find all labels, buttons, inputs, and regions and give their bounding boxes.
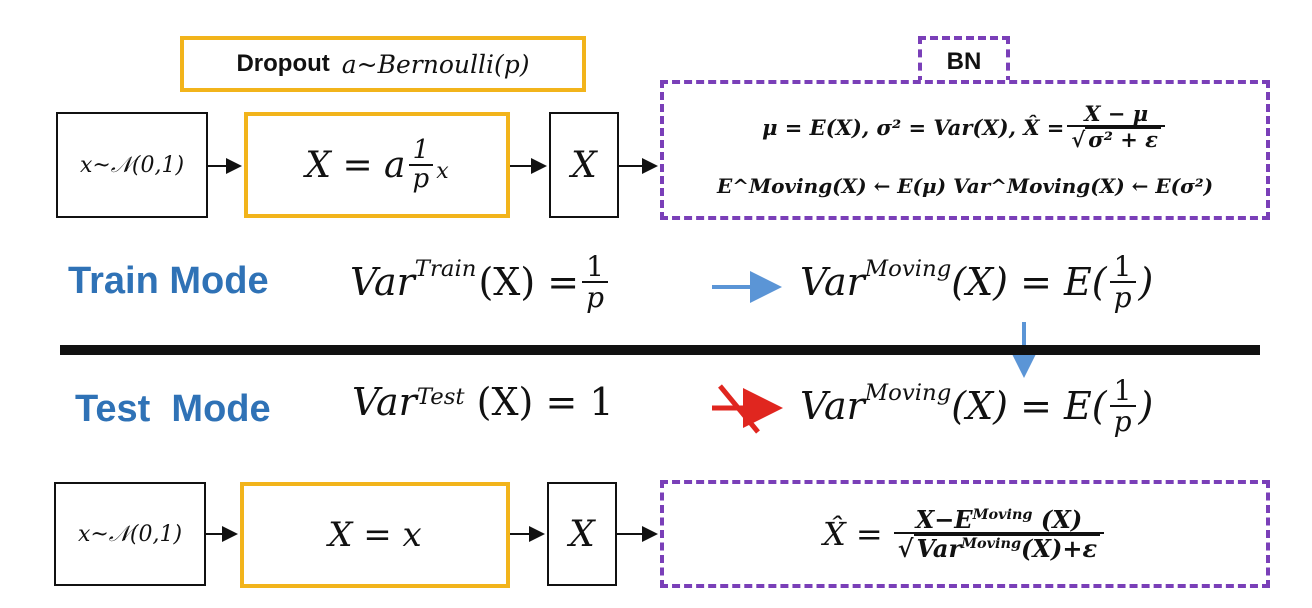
- mode-divider: [60, 345, 1260, 355]
- input-box-bottom: x~𝒩(0,1): [54, 482, 206, 586]
- train-moving-sup: Moving: [864, 256, 952, 282]
- bn-bottom-den-sup: Moving: [961, 535, 1022, 552]
- bn-line1-den: σ² + ε: [1085, 127, 1161, 151]
- x-box-bottom-label: X: [569, 513, 595, 555]
- dropout-eq-bottom: X = x: [328, 515, 422, 555]
- train-frac-num: 1: [586, 250, 604, 283]
- bn-line1: μ = E(X), σ² = Var(X), X̂ = X − μ √σ² + …: [664, 92, 1266, 162]
- test-moving-sup: Moving: [864, 380, 952, 406]
- input-dist-bottom: x~𝒩(0,1): [77, 521, 183, 547]
- bn-line1-num: X − μ: [1084, 100, 1149, 126]
- dropout-label-box: Dropout a~Bernoulli(p): [180, 36, 586, 92]
- bn-line2-text: E^Moving(X) ← E(μ) Var^Moving(X) ← E(σ²): [716, 174, 1214, 198]
- bn-bottom-den-a: Var: [916, 534, 962, 563]
- bn-bottom-frac: X−EMoving (X) √VarMoving(X)+ε: [893, 507, 1105, 563]
- dropout-formula: a~Bernoulli(p): [341, 49, 530, 79]
- train-moving-lhs: Var: [800, 260, 865, 305]
- test-moving-close: ): [1138, 384, 1154, 429]
- bn-bottom-num-a: X−E: [915, 504, 973, 534]
- test-var-sup: Test: [416, 384, 465, 410]
- x-box-top-label: X: [571, 144, 597, 186]
- test-moving-den: p: [1109, 405, 1136, 437]
- train-var-frac: 1 p: [582, 250, 609, 313]
- train-var-mid: (X) =: [478, 260, 580, 305]
- dropout-label: Dropout: [236, 50, 330, 77]
- x-box-bottom: X: [547, 482, 617, 586]
- bn-line1-den-wrap: √σ² + ε: [1067, 125, 1165, 151]
- dropout-eq-den: p: [408, 164, 434, 193]
- bn-box-top: μ = E(X), σ² = Var(X), X̂ = X − μ √σ² + …: [660, 80, 1270, 220]
- x-box-top: X: [549, 112, 619, 218]
- test-moving-lhs: Var: [800, 384, 865, 429]
- test-var-lhs: Var: [352, 380, 417, 424]
- test-moving-num: 1: [1113, 374, 1132, 407]
- train-var-sup: Train: [414, 256, 477, 282]
- test-moving-frac: 1 p: [1109, 374, 1136, 437]
- bn-line2: E^Moving(X) ← E(μ) Var^Moving(X) ← E(σ²): [664, 166, 1266, 206]
- bn-bottom-den-b: (X)+ε: [1021, 534, 1098, 563]
- train-frac-den: p: [582, 281, 609, 313]
- dropout-eq-lhs: X = a: [305, 144, 406, 186]
- test-moving-rhs: (X) = E(: [951, 384, 1107, 429]
- bn-bottom-lhs: X̂ =: [822, 515, 883, 553]
- train-mode-label: Train Mode: [68, 260, 269, 302]
- bn-bottom-den: √VarMoving(X)+ε: [893, 532, 1105, 563]
- bn-bottom-num: X−EMoving (X): [912, 507, 1087, 532]
- train-moving-rhs: (X) = E(: [951, 260, 1107, 305]
- bn-box-bottom: X̂ = X−EMoving (X) √VarMoving(X)+ε: [660, 480, 1270, 588]
- bn-label-box: BN: [918, 36, 1010, 84]
- train-moving-den: p: [1109, 281, 1136, 313]
- bn-bottom-den-sqrt: VarMoving(X)+ε: [913, 534, 1101, 563]
- dropout-eq-rhs: x: [436, 158, 449, 184]
- bn-line1-a: μ = E(X), σ² = Var(X), X̂ =: [762, 114, 1065, 140]
- bn-label: BN: [946, 48, 982, 75]
- bn-bottom-num-b: (X): [1032, 504, 1083, 534]
- train-moving-frac: 1 p: [1109, 250, 1136, 313]
- train-var-lhs: Var: [350, 260, 415, 305]
- dropout-eq-num: 1: [412, 134, 430, 165]
- dropout-box-bottom: X = x: [240, 482, 510, 588]
- test-mode-label: Test Mode: [75, 388, 271, 430]
- arrow-cross-mark: [718, 384, 760, 434]
- train-moving-close: ): [1138, 260, 1154, 305]
- dropout-eq-frac: 1 p: [408, 134, 434, 194]
- input-box-top: x~𝒩(0,1): [56, 112, 208, 218]
- dropout-box-top: X = a 1 p x: [244, 112, 510, 218]
- train-moving-num: 1: [1113, 250, 1132, 283]
- test-var-rhs: (X) = 1: [464, 380, 614, 424]
- bn-bottom-num-sup: Moving: [972, 505, 1033, 523]
- bn-line1-frac: X − μ √σ² + ε: [1067, 100, 1165, 151]
- input-dist-top: x~𝒩(0,1): [79, 152, 185, 178]
